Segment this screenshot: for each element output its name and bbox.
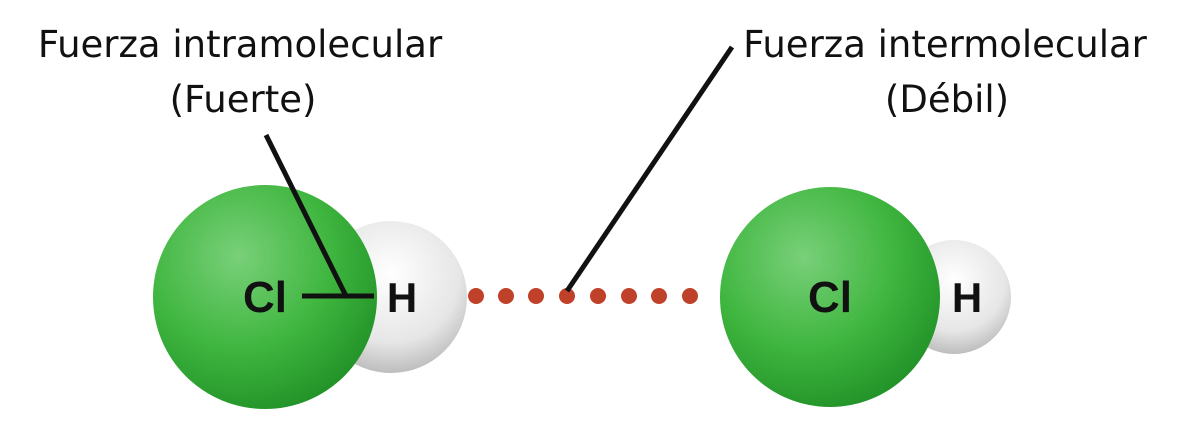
hydrogen-symbol-1: H (387, 274, 417, 321)
dot (559, 288, 575, 304)
chlorine-symbol-1: Cl (243, 273, 287, 322)
intermolecular-label-line2: (Débil) (885, 78, 1009, 121)
intramolecular-leader-line (263, 133, 349, 298)
dot (468, 288, 484, 304)
intramolecular-label: Fuerza intramolecular (Fuerte) (38, 23, 443, 121)
intermolecular-label: Fuerza intermolecular (Débil) (743, 23, 1148, 121)
intramolecular-label-line2: (Fuerte) (170, 78, 317, 121)
dot (651, 288, 667, 304)
chlorine-symbol-2: Cl (808, 273, 852, 322)
intermolecular-leader-line (564, 45, 735, 293)
dot (682, 288, 698, 304)
chlorine-atom-2 (720, 187, 940, 407)
dot (528, 288, 544, 304)
molecule-2: Cl H (720, 187, 1011, 407)
hydrogen-symbol-2: H (952, 274, 982, 321)
dot (498, 288, 514, 304)
intermolecular-label-line1: Fuerza intermolecular (743, 23, 1148, 66)
dot (621, 288, 637, 304)
intramolecular-label-line1: Fuerza intramolecular (38, 23, 443, 66)
intermolecular-dots (468, 288, 698, 304)
dot (590, 288, 606, 304)
